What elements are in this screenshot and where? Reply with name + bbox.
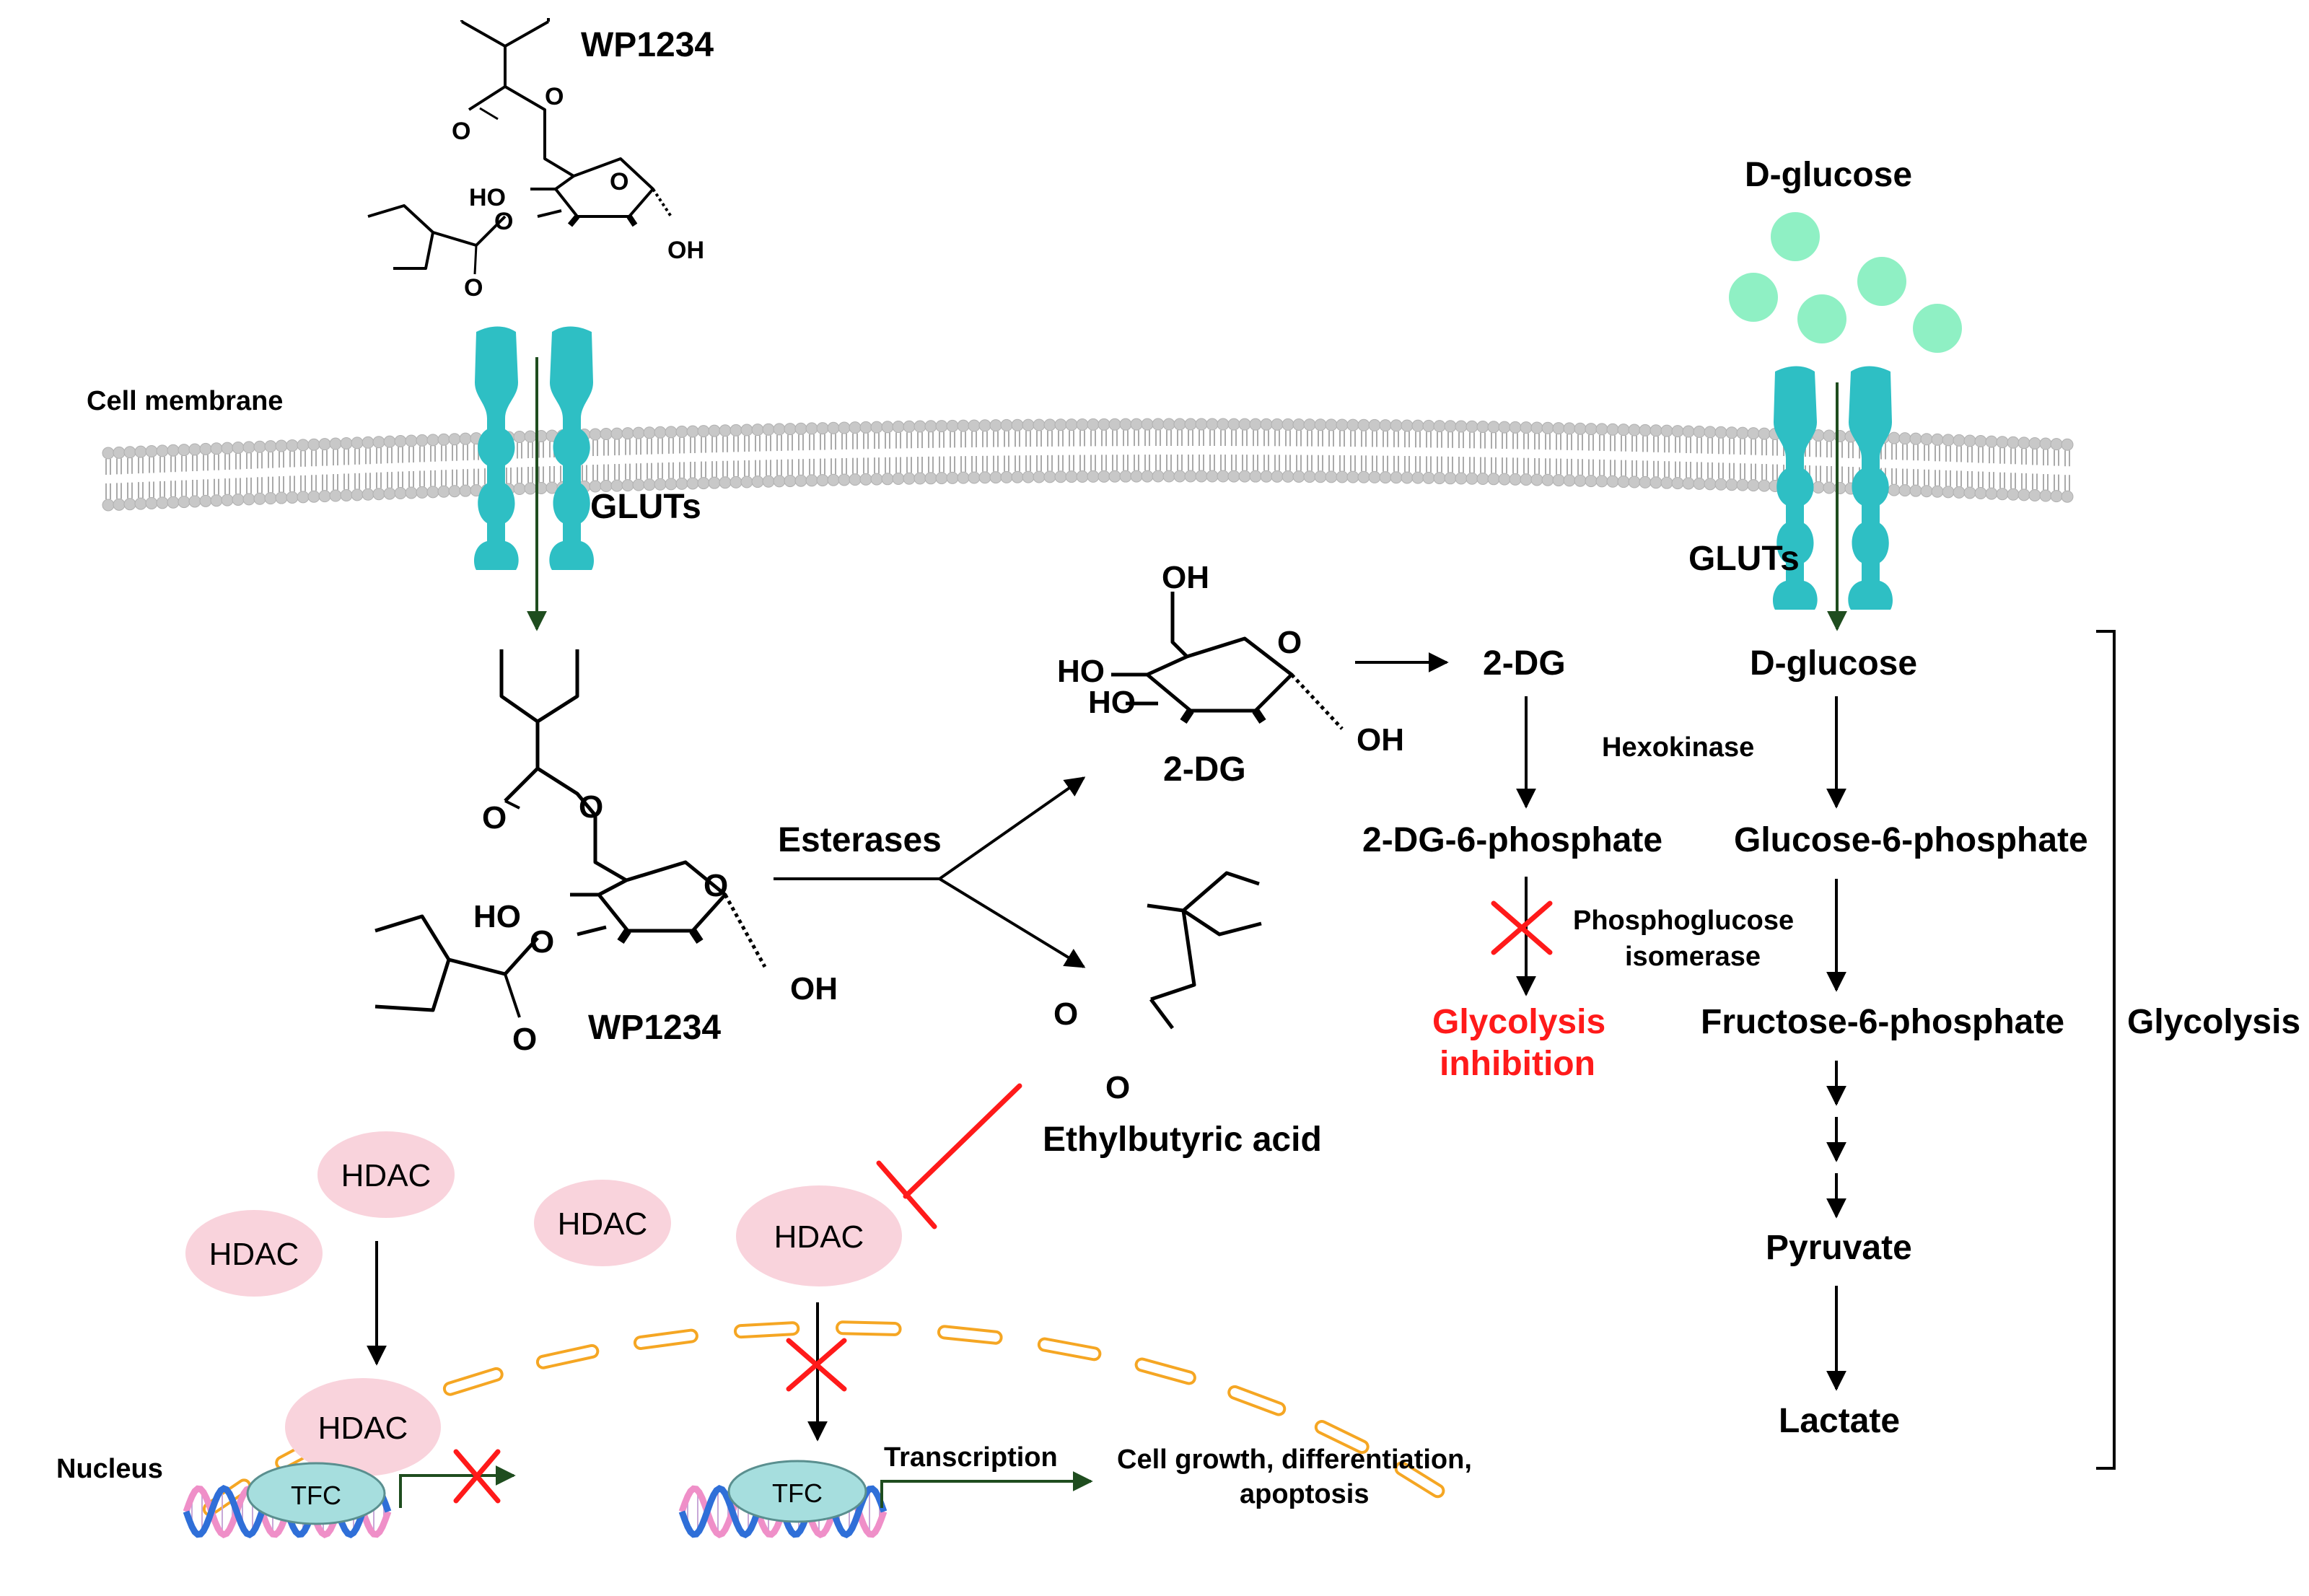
wp1234-mid-ring-o: O (704, 868, 728, 903)
transcription-label: Transcription (884, 1442, 1058, 1473)
glucose-6-phosphate-label: Glucose-6-phosphate (1734, 821, 2088, 859)
two-dg-6-phosphate-label: 2-DG-6-phosphate (1362, 821, 1662, 859)
wp1234-top-o-carbonyl: O (452, 118, 470, 145)
hdac-label-5: HDAC (318, 1411, 408, 1446)
ethylbutyric-acid-structure (1147, 871, 1262, 1030)
inhibition-x-icon (1491, 900, 1553, 955)
wp1234-top-oh: OH (667, 237, 704, 264)
wp1234-mid-oh: OH (790, 971, 838, 1007)
wp1234-top-label: WP1234 (581, 26, 714, 64)
wp1234-mid-o-ester: O (579, 789, 603, 825)
wp1234-mid-o-carbonyl2: O (512, 1022, 537, 1057)
transcription-active-arrow (880, 1471, 1093, 1508)
inhibition-tbar-icon (876, 1083, 1022, 1229)
hdac-label-4: HDAC (774, 1219, 864, 1255)
esterases-split-arrows (774, 776, 1086, 968)
hdac-enzyme-icon: HDAC (534, 1180, 671, 1266)
tfc-icon: TFC (727, 1460, 867, 1523)
glycolysis-bracket (2096, 630, 2116, 1470)
hdac-enzyme-icon: HDAC (736, 1185, 902, 1286)
cell-membrane-label: Cell membrane (87, 386, 283, 416)
phosphoglucose-label: Phosphoglucose (1573, 906, 1794, 936)
inhibition-x-icon (453, 1449, 501, 1504)
two-dg-label: 2-DG (1483, 644, 1566, 683)
glycolysis-inhibition-label-1: Glycolysis (1432, 1003, 1605, 1041)
wp1234-structure-middle (374, 649, 767, 1018)
transcription-blocked-arrow (399, 1465, 516, 1508)
glut-transporter-icon (1772, 366, 1893, 610)
ethylbutyric-o-2: O (1105, 1070, 1130, 1105)
d-glucose-label: D-glucose (1750, 644, 1917, 683)
wp1234-top-o-ester: O (545, 83, 564, 110)
glycolysis-label: Glycolysis (2127, 1003, 2300, 1041)
glycolysis-inhibition-label-2: inhibition (1440, 1045, 1595, 1083)
hdac-label-2: HDAC (209, 1237, 299, 1272)
ethylbutyric-acid-label: Ethylbutyric acid (1043, 1121, 1322, 1159)
wp1234-top-o-carbonyl2: O (464, 274, 483, 302)
esterases-label: Esterases (778, 821, 942, 859)
two-dg-structure (1111, 592, 1344, 730)
cell-outcome-line2: apoptosis (1240, 1479, 1369, 1509)
two-dg-ho-1: HO (1057, 654, 1105, 689)
gluts-label-left: GLUTs (590, 488, 701, 526)
d-glucose-top-label: D-glucose (1745, 156, 1912, 194)
wp1234-top-ho: HO (469, 184, 506, 211)
ethylbutyric-o-1: O (1053, 996, 1078, 1032)
isomerase-label: isomerase (1625, 942, 1761, 972)
wp1234-mid-label: WP1234 (588, 1009, 721, 1047)
tfc-label-left: TFC (291, 1481, 341, 1510)
hdac-enzyme-icon: HDAC (317, 1131, 455, 1218)
wp1234-mid-o-ester2: O (530, 924, 554, 960)
wp1234-top-ring-o: O (610, 168, 628, 196)
fructose-6-phosphate-label: Fructose-6-phosphate (1701, 1003, 2064, 1041)
pyruvate-label: Pyruvate (1766, 1229, 1912, 1267)
tfc-label-right: TFC (772, 1478, 823, 1508)
two-dg-ring-o: O (1277, 625, 1302, 660)
hdac-label-3: HDAC (558, 1206, 648, 1242)
cell-outcome-line1: Cell growth, differentiation, (1117, 1444, 1472, 1475)
two-dg-structure-label: 2-DG (1163, 750, 1246, 789)
tfc-icon: TFC (246, 1462, 386, 1525)
cell-membrane-bilayer (102, 418, 2074, 512)
hdac-enzyme-icon: HDAC (185, 1210, 323, 1297)
two-dg-oh-anomeric: OH (1357, 722, 1404, 758)
lactate-label: Lactate (1779, 1402, 1900, 1440)
two-dg-oh-top: OH (1162, 560, 1209, 595)
nucleus-label: Nucleus (56, 1454, 163, 1484)
wp1234-mid-o-carbonyl: O (482, 800, 507, 836)
wp1234-mid-ho: HO (473, 899, 521, 934)
hdac-enzyme-icon: HDAC (285, 1378, 441, 1476)
gluts-label-right: GLUTs (1688, 540, 1800, 578)
hdac-label-1: HDAC (341, 1158, 431, 1193)
glut-transporter-icon (473, 326, 595, 570)
hexokinase-label: Hexokinase (1602, 732, 1754, 763)
two-dg-ho-2: HO (1088, 685, 1136, 720)
glucose-molecule-icon (1729, 212, 1962, 353)
wp1234-structure-top (367, 18, 672, 275)
wp1234-top-o-ester2: O (494, 208, 513, 235)
inhibition-x-icon (786, 1338, 847, 1392)
